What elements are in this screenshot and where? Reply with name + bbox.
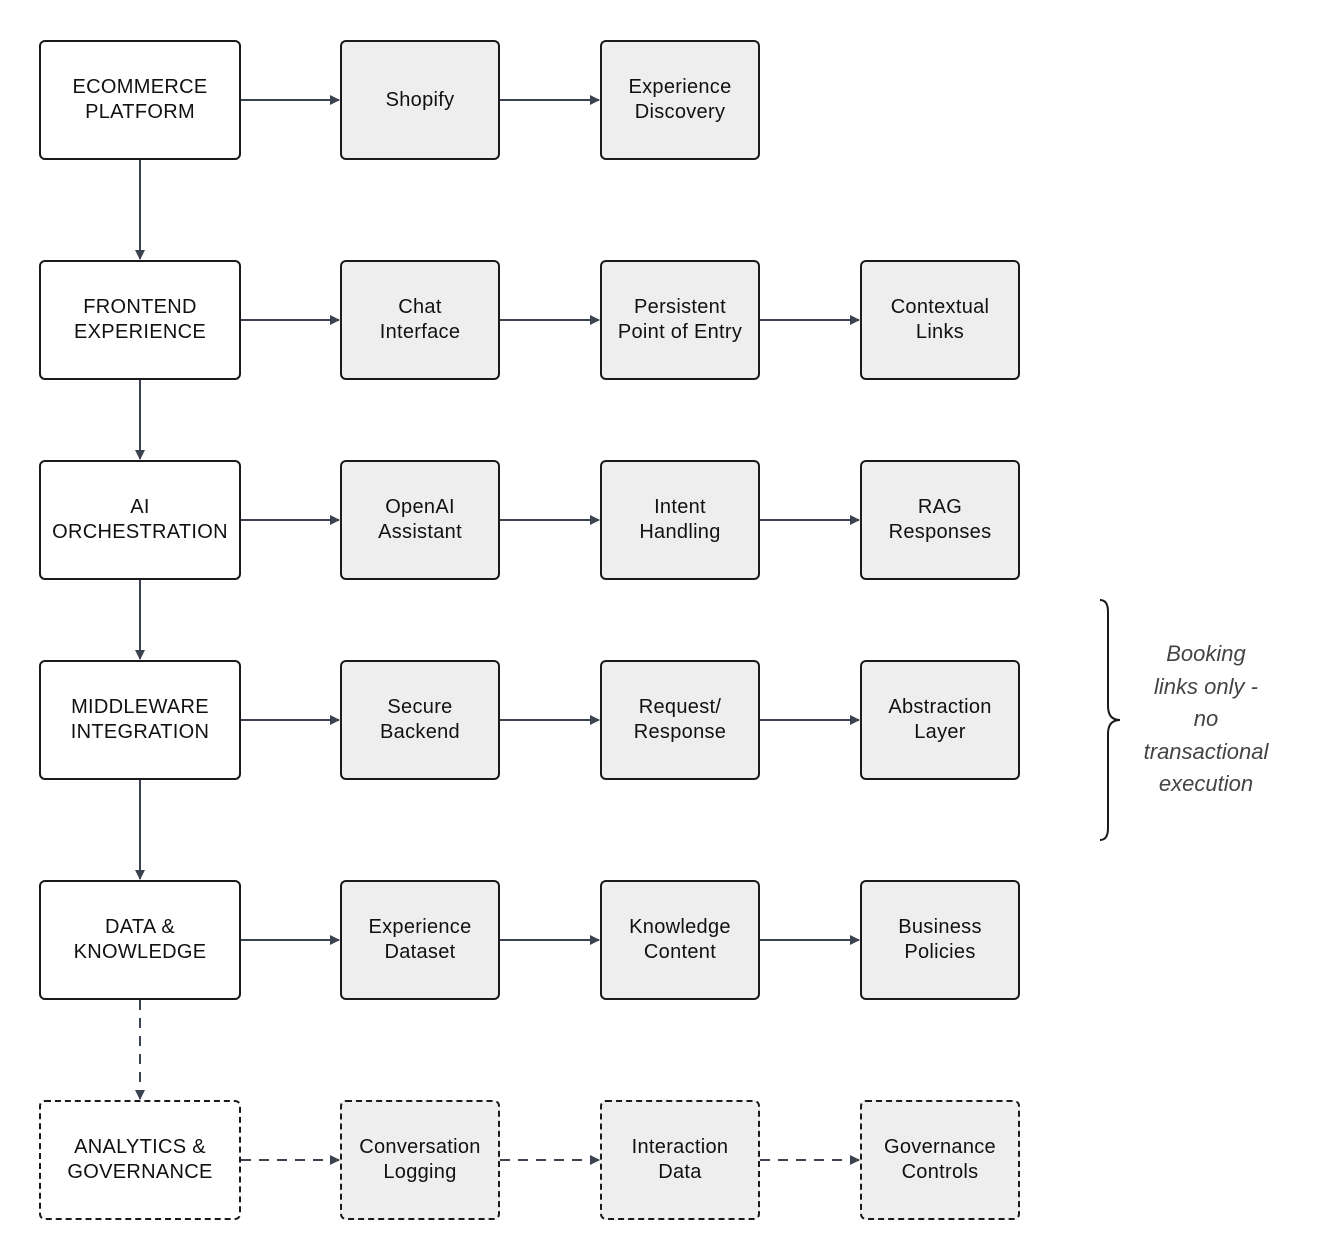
component-box-shopify-label: Shopify [385,88,455,111]
component-box-experience-discovery-label: Experience Discovery [628,76,732,123]
component-box-interaction-data: Interaction Data [600,1100,760,1220]
component-box-request-response: Request/ Response [600,660,760,780]
component-box-conversation-logging: Conversation Logging [340,1100,500,1220]
component-box-rag-responses-label: RAG Responses [888,496,992,543]
layer-box-middleware-integration-label: MIDDLEWARE INTEGRATION [70,696,210,743]
layer-box-ecommerce-platform-label: ECOMMERCE PLATFORM [72,76,208,123]
component-box-contextual-links: Contextual Links [860,260,1020,380]
component-box-secure-backend-label: Secure Backend [380,696,460,743]
layer-box-middleware-integration: MIDDLEWARE INTEGRATION [39,660,241,780]
component-box-intent-handling: Intent Handling [600,460,760,580]
component-box-rag-responses: RAG Responses [860,460,1020,580]
layer-box-frontend-experience: FRONTEND EXPERIENCE [39,260,241,380]
component-box-governance-controls: Governance Controls [860,1100,1020,1220]
component-box-abstraction-layer: Abstraction Layer [860,660,1020,780]
component-box-experience-discovery: Experience Discovery [600,40,760,160]
component-box-secure-backend: Secure Backend [340,660,500,780]
component-box-knowledge-content: Knowledge Content [600,880,760,1000]
component-box-openai-assistant-label: OpenAI Assistant [378,496,462,543]
component-box-persistent-point-of-entry: Persistent Point of Entry [600,260,760,380]
layer-box-ai-orchestration-label: AI ORCHESTRATION [52,496,228,543]
component-box-governance-controls-label: Governance Controls [884,1136,996,1183]
component-box-request-response-label: Request/ Response [633,696,727,743]
component-box-business-policies: Business Policies [860,880,1020,1000]
layer-box-ai-orchestration: AI ORCHESTRATION [39,460,241,580]
layer-box-frontend-experience-label: FRONTEND EXPERIENCE [74,296,206,343]
component-box-chat-interface-label: Chat Interface [379,296,461,343]
component-box-business-policies-label: Business Policies [898,916,982,963]
component-box-contextual-links-label: Contextual Links [890,296,990,343]
component-box-abstraction-layer-label: Abstraction Layer [888,696,992,743]
layer-box-data-knowledge-label: DATA & KNOWLEDGE [73,916,207,963]
component-box-intent-handling-label: Intent Handling [639,496,721,543]
layer-box-ecommerce-platform: ECOMMERCE PLATFORM [39,40,241,160]
component-box-experience-dataset: Experience Dataset [340,880,500,1000]
component-box-conversation-logging-label: Conversation Logging [359,1136,481,1183]
annotation-note-text: Booking links only - no transactional ex… [1143,641,1269,796]
component-box-shopify: Shopify [340,40,500,160]
component-box-persistent-point-of-entry-label: Persistent Point of Entry [617,296,743,343]
layer-box-data-knowledge: DATA & KNOWLEDGE [39,880,241,1000]
note-brace [1099,599,1121,841]
component-box-chat-interface: Chat Interface [340,260,500,380]
layer-box-analytics-governance: ANALYTICS & GOVERNANCE [39,1100,241,1220]
component-box-interaction-data-label: Interaction Data [631,1136,729,1183]
component-box-knowledge-content-label: Knowledge Content [629,916,731,963]
layer-box-analytics-governance-label: ANALYTICS & GOVERNANCE [67,1136,213,1183]
annotation-note: Booking links only - no transactional ex… [1128,638,1284,801]
component-box-experience-dataset-label: Experience Dataset [368,916,472,963]
component-box-openai-assistant: OpenAI Assistant [340,460,500,580]
